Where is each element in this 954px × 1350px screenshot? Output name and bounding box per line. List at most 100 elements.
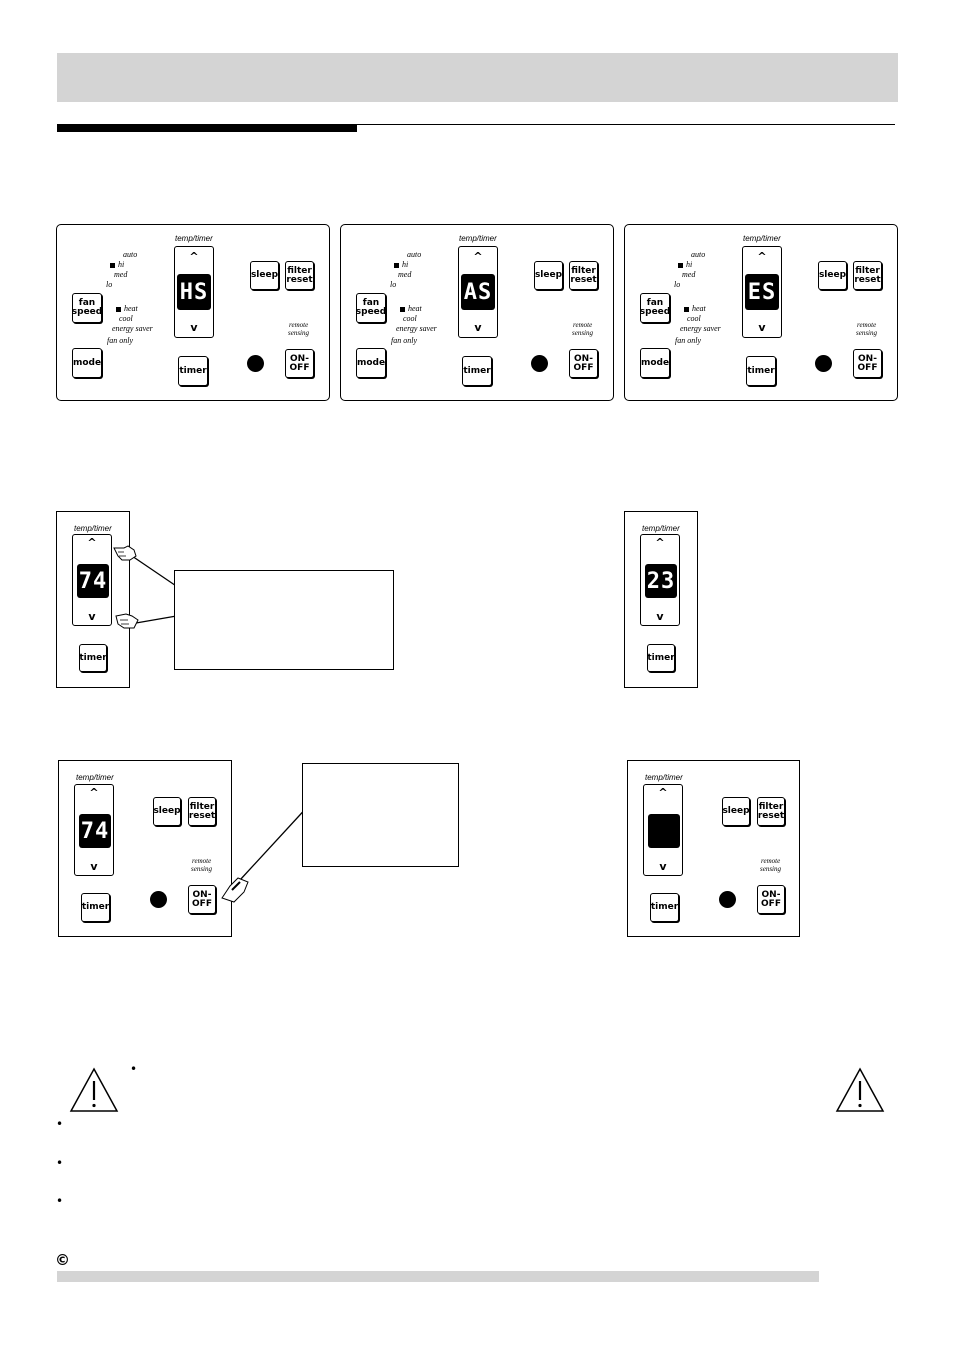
control-panel-3: auto hi med lo fan speed heat cool energ…: [624, 224, 898, 401]
mode-button[interactable]: mode: [72, 348, 102, 378]
temp-timer-panel-23: temp/timer ^ 23 v timer: [624, 511, 698, 688]
temp-timer-control: ^ 74 v: [72, 534, 112, 626]
fan-auto-label: auto: [407, 250, 422, 259]
timer-button[interactable]: timer: [178, 356, 208, 386]
temp-timer-control: ^ 74 v: [74, 784, 114, 876]
timer-button[interactable]: timer: [746, 356, 776, 386]
temp-down-button[interactable]: v: [758, 321, 766, 334]
control-panel-1: auto hi med lo fan speed heat cool energ…: [56, 224, 330, 401]
mode-heat-indicator: [400, 307, 405, 312]
pointing-hand-icon-up: [113, 545, 137, 561]
on-off-button[interactable]: ON- OFF: [569, 349, 598, 378]
sleep-button[interactable]: sleep: [722, 797, 750, 826]
list-bullet-2: •: [56, 1156, 64, 1170]
callout-box-temp: [174, 570, 394, 670]
power-panel-on: temp/timer ^ 74 v timer sleep filter res…: [58, 760, 232, 937]
temp-timer-control: ^ HS v: [174, 246, 214, 338]
temp-display-blank: [648, 814, 680, 848]
timer-button[interactable]: timer: [81, 893, 110, 922]
remote-sensing-label-2: sensing: [856, 329, 877, 337]
fan-auto-label: auto: [691, 250, 706, 259]
warning-icon-left: [69, 1067, 119, 1112]
temp-timer-label: temp/timer: [459, 234, 497, 243]
mode-heat-label: heat: [408, 304, 422, 313]
sleep-button[interactable]: sleep: [250, 261, 279, 290]
mode-cool-label: cool: [119, 314, 133, 323]
temp-timer-panel-74: temp/timer ^ 74 v timer: [56, 511, 130, 688]
mode-heat-indicator: [684, 307, 689, 312]
remote-sensing-label-1: remote: [573, 321, 593, 329]
temp-up-button[interactable]: ^: [473, 250, 483, 263]
temp-up-button[interactable]: ^: [189, 250, 199, 263]
on-off-button[interactable]: ON- OFF: [853, 349, 882, 378]
fan-speed-button[interactable]: fan speed: [72, 293, 102, 323]
temp-display: HS: [177, 274, 211, 310]
mode-energy-saver-label: energy saver: [112, 324, 153, 333]
timer-button[interactable]: timer: [79, 644, 107, 672]
mode-button[interactable]: mode: [640, 348, 670, 378]
remote-sensing-label-1: remote: [289, 321, 309, 329]
on-off-button[interactable]: ON- OFF: [285, 349, 314, 378]
on-off-button[interactable]: ON- OFF: [757, 885, 785, 914]
timer-button[interactable]: timer: [647, 644, 675, 672]
mode-fan-only-label: fan only: [391, 336, 417, 345]
mode-fan-only-label: fan only: [675, 336, 701, 345]
filter-reset-button[interactable]: filter reset: [188, 797, 216, 826]
filter-reset-button[interactable]: filter reset: [853, 261, 882, 290]
mode-heat-label: heat: [124, 304, 138, 313]
remote-sensor-dot: [719, 891, 736, 908]
temp-up-button[interactable]: ^: [87, 536, 97, 549]
mode-button[interactable]: mode: [356, 348, 386, 378]
temp-up-button[interactable]: ^: [89, 786, 99, 799]
temp-display: 74: [79, 814, 111, 848]
filter-reset-button[interactable]: filter reset: [285, 261, 314, 290]
remote-sensing-label-2: sensing: [288, 329, 309, 337]
temp-down-button[interactable]: v: [656, 610, 664, 623]
callout-lines-temp: [113, 545, 189, 629]
callout-box-power: [302, 763, 459, 867]
pointing-hand-icon-power: [221, 877, 249, 903]
timer-button[interactable]: timer: [650, 893, 679, 922]
fan-hi-indicator: [394, 263, 399, 268]
mode-heat-label: heat: [692, 304, 706, 313]
fan-speed-button[interactable]: fan speed: [356, 293, 386, 323]
temp-timer-control: ^ ES v: [742, 246, 782, 338]
sleep-button[interactable]: sleep: [818, 261, 847, 290]
warning-bullet: •: [130, 1062, 138, 1076]
on-off-button[interactable]: ON- OFF: [188, 885, 216, 914]
temp-timer-control: ^ 23 v: [640, 534, 680, 626]
mode-energy-saver-label: energy saver: [680, 324, 721, 333]
footer-bar: [57, 1271, 819, 1282]
temp-timer-control: ^ AS v: [458, 246, 498, 338]
remote-sensor-dot: [247, 355, 264, 372]
remote-sensing-label-1: remote: [192, 857, 212, 865]
sleep-button[interactable]: sleep: [534, 261, 563, 290]
temp-up-button[interactable]: ^: [658, 786, 668, 799]
temp-timer-label: temp/timer: [743, 234, 781, 243]
remote-sensing-label-2: sensing: [760, 865, 781, 873]
mode-cool-label: cool: [403, 314, 417, 323]
temp-down-button[interactable]: v: [88, 610, 96, 623]
fan-hi-indicator: [678, 263, 683, 268]
temp-display: AS: [461, 274, 495, 310]
filter-reset-button[interactable]: filter reset: [757, 797, 785, 826]
section-rule-thick: [57, 124, 357, 132]
list-bullet-1: •: [56, 1117, 64, 1131]
temp-down-button[interactable]: v: [190, 321, 198, 334]
timer-button[interactable]: timer: [462, 356, 492, 386]
temp-down-button[interactable]: v: [90, 860, 98, 873]
filter-reset-button[interactable]: filter reset: [569, 261, 598, 290]
pointing-hand-icon-down: [115, 613, 139, 629]
fan-speed-button[interactable]: fan speed: [640, 293, 670, 323]
sleep-button[interactable]: sleep: [153, 797, 181, 826]
temp-timer-label: temp/timer: [642, 524, 680, 533]
mode-fan-only-label: fan only: [107, 336, 133, 345]
mode-energy-saver-label: energy saver: [396, 324, 437, 333]
temp-down-button[interactable]: v: [474, 321, 482, 334]
temp-up-button[interactable]: ^: [757, 250, 767, 263]
temp-up-button[interactable]: ^: [655, 536, 665, 549]
list-bullet-3: •: [56, 1194, 64, 1208]
section-rule-thin: [357, 124, 895, 125]
callout-line-power: [221, 803, 311, 903]
temp-down-button[interactable]: v: [659, 860, 667, 873]
